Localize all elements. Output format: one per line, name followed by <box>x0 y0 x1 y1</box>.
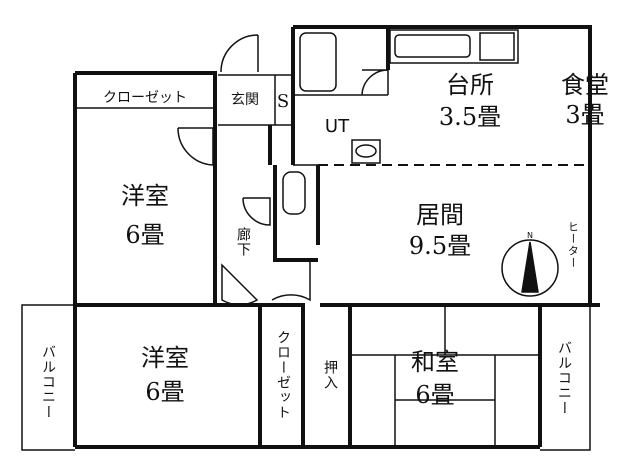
closet-top-label: クローゼット <box>103 90 187 106</box>
kitchen-size: 3.5畳 <box>438 103 502 131</box>
western-room-1-size: 6畳 <box>125 221 165 249</box>
living-size: 9.5畳 <box>408 232 472 260</box>
thin-lines <box>21 29 591 451</box>
walls <box>73 25 600 449</box>
japanese-room-label: 和室 <box>411 348 459 376</box>
utility-label: UT <box>324 116 350 137</box>
entrance-label: 玄関 <box>231 92 259 108</box>
hallway-label: 廊下 <box>235 227 251 257</box>
living-label: 居間 <box>416 201 464 229</box>
doors <box>177 34 389 306</box>
dining-size: 3畳 <box>565 101 605 129</box>
shoe-storage-label: S <box>276 91 290 112</box>
japanese-room-size: 6畳 <box>415 381 455 409</box>
closet-bottom-label: クローゼット <box>275 330 291 420</box>
western-room-2-size: 6畳 <box>145 378 185 406</box>
balcony-left-label: バルコニー <box>40 344 56 420</box>
kitchen-label: 台所 <box>446 71 494 99</box>
western-room-1-label: 洋室 <box>121 182 169 210</box>
compass-icon <box>501 239 559 297</box>
balcony-right-label: バルコニー <box>556 340 572 416</box>
oshiire-label: 押入 <box>322 360 338 390</box>
dining-label: 食堂 <box>561 71 609 99</box>
heater-label: ヒーター <box>566 221 580 269</box>
compass-north-label: N <box>527 231 533 240</box>
western-room-2-label: 洋室 <box>141 344 189 372</box>
